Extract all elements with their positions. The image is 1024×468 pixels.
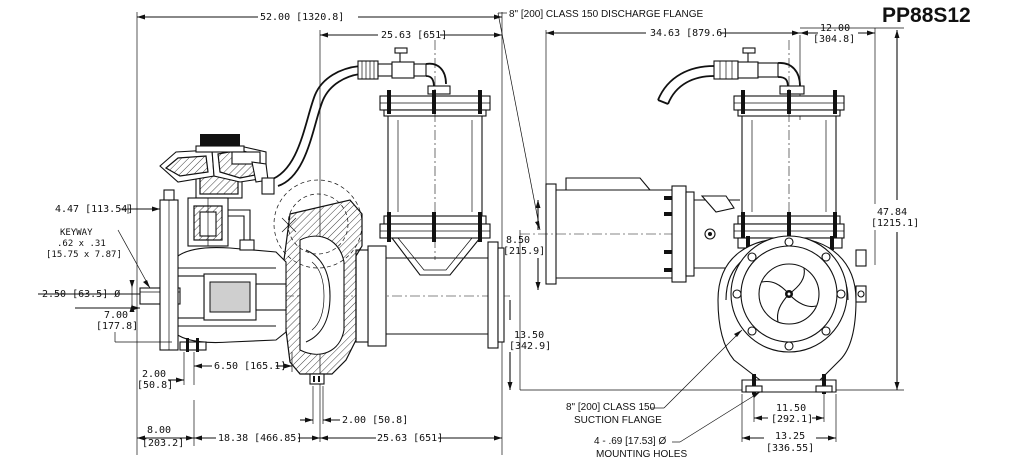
dim-center-height-metric: [342.9]: [509, 341, 551, 352]
dim-shaft-ext: 7.00: [104, 310, 128, 321]
dim-foot-a-metric: [50.8]: [137, 380, 173, 391]
dim-foot-b: 6.50 [165.1]: [214, 361, 286, 372]
dim-overall-length: 52.00 [1320.8]: [260, 12, 344, 23]
dim-shaft-dia: 2.50 [63.5] Ø: [42, 288, 120, 300]
dim-overall-height-metric: [1215.1]: [871, 218, 919, 229]
dim-center-height: 13.50: [514, 330, 544, 341]
dim-foot-a: 2.00: [142, 369, 166, 380]
dim-shaft-height: 4.47 [113.54]: [55, 204, 133, 215]
dim-mount-spacing-metric: [292.1]: [771, 414, 813, 425]
side-view: 52.00 [1320.8] 25.63 [651]: [38, 12, 510, 455]
mount-holes-2: MOUNTING HOLES: [596, 449, 687, 460]
dim-bottom-c: 25.63 [651]: [377, 433, 443, 444]
dim-overall-height: 47.84: [877, 207, 907, 218]
dim-shaft-ext-metric: [177.8]: [96, 321, 138, 332]
mount-holes-1: 4 - .69 [17.53] Ø: [594, 436, 666, 447]
dim-front-width: 34.63 [879.6]: [650, 28, 728, 39]
dim-bottom-a: 8.00: [147, 425, 171, 436]
dim-side-offset: 12.00: [820, 23, 850, 34]
dim-base-width: 13.25: [775, 431, 805, 442]
model-title: PP88S12: [882, 4, 971, 27]
suction-label-1: 8" [200] CLASS 150: [566, 402, 656, 413]
dim-drain: 2.00 [50.8]: [342, 415, 408, 426]
dim-discharge-suction: 25.63 [651]: [381, 30, 447, 41]
discharge-flange-label: 8" [200] CLASS 150 DISCHARGE FLANGE: [509, 9, 704, 20]
suction-label-2: SUCTION FLANGE: [574, 415, 662, 426]
dim-flange-height: 8.50: [506, 235, 530, 246]
dim-mount-spacing: 11.50: [776, 403, 806, 414]
keyway-size: .62 x .31: [57, 239, 106, 249]
dim-bottom-a-metric: [203.2]: [142, 438, 184, 449]
keyway-title: KEYWAY: [60, 228, 93, 238]
dim-flange-height-metric: [215.9]: [503, 246, 545, 257]
dim-side-offset-metric: [304.8]: [813, 34, 855, 45]
front-view: 8" [200] CLASS 150 DISCHARGE FLANGE 34.6…: [497, 9, 919, 460]
keyway-metric: [15.75 x 7.87]: [46, 250, 122, 260]
dim-base-width-metric: [336.55]: [766, 443, 814, 454]
dim-bottom-b: 18.38 [466.85]: [218, 433, 302, 444]
